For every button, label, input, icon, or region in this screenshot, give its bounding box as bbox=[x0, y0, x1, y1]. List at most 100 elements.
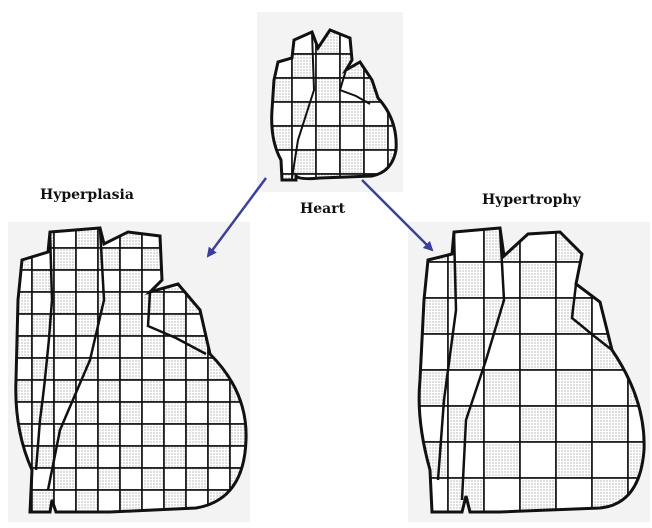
grid-cell bbox=[316, 102, 340, 126]
grid-cell bbox=[628, 514, 652, 528]
grid-cell bbox=[484, 514, 520, 528]
grid-cell bbox=[120, 380, 142, 402]
grid-cell bbox=[98, 446, 120, 468]
grid-cell bbox=[54, 314, 76, 336]
grid-cell bbox=[484, 406, 520, 442]
grid-cell bbox=[164, 248, 186, 270]
grid-cell bbox=[230, 424, 252, 446]
grid-cell bbox=[54, 248, 76, 270]
grid-cell bbox=[520, 370, 556, 406]
grid-cell bbox=[230, 490, 252, 512]
grid-cell bbox=[76, 512, 98, 528]
grid-cell bbox=[628, 226, 652, 262]
grid-cell bbox=[292, 78, 316, 102]
grid-cell bbox=[120, 226, 142, 248]
grid-cell bbox=[556, 514, 592, 528]
grid-cell bbox=[316, 126, 340, 150]
grid-cell bbox=[54, 270, 76, 292]
grid-cell bbox=[164, 402, 186, 424]
grid-cell bbox=[592, 442, 628, 478]
grid-cell bbox=[10, 468, 32, 490]
grid-cell bbox=[230, 270, 252, 292]
grid-cell bbox=[164, 314, 186, 336]
grid-cell bbox=[10, 402, 32, 424]
grid-cell bbox=[484, 478, 520, 514]
grid-cell bbox=[10, 336, 32, 358]
grid-cell bbox=[556, 370, 592, 406]
grid-cell bbox=[98, 468, 120, 490]
grid-cell bbox=[412, 334, 448, 370]
grid-cell bbox=[98, 358, 120, 380]
grid-cell bbox=[592, 514, 628, 528]
grid-cell bbox=[76, 424, 98, 446]
grid-cell bbox=[448, 262, 484, 298]
grid-cell bbox=[98, 490, 120, 512]
grid-cell bbox=[10, 512, 32, 528]
grid-cell bbox=[592, 298, 628, 334]
grid-cell bbox=[120, 248, 142, 270]
grid-cell bbox=[448, 514, 484, 528]
grid-cell bbox=[142, 292, 164, 314]
grid-cell bbox=[120, 336, 142, 358]
grid-cell bbox=[484, 442, 520, 478]
grid-cell bbox=[628, 262, 652, 298]
grid-cell bbox=[268, 174, 292, 198]
label-hypertrophy: Hypertrophy bbox=[482, 192, 581, 208]
grid-cell bbox=[164, 336, 186, 358]
grid-cell bbox=[388, 78, 412, 102]
grid-cell bbox=[230, 314, 252, 336]
grid-cell bbox=[164, 424, 186, 446]
grid-cell bbox=[142, 380, 164, 402]
grid-cell bbox=[120, 446, 142, 468]
grid-cell bbox=[164, 446, 186, 468]
grid-cell bbox=[448, 442, 484, 478]
grid-cell bbox=[32, 424, 54, 446]
grid-cell bbox=[186, 358, 208, 380]
grid-cell bbox=[54, 512, 76, 528]
grid-cell bbox=[186, 226, 208, 248]
hypertrophy-heart-illustration bbox=[412, 226, 652, 528]
grid-cell bbox=[388, 174, 412, 198]
grid-cell bbox=[120, 292, 142, 314]
grid-cell bbox=[142, 446, 164, 468]
grid-cell bbox=[186, 468, 208, 490]
arrow-to-hypertrophy bbox=[362, 180, 432, 250]
grid-cell bbox=[54, 468, 76, 490]
grid-cell bbox=[316, 54, 340, 78]
grid-cell bbox=[142, 512, 164, 528]
grid-cell bbox=[32, 512, 54, 528]
grid-cell bbox=[98, 380, 120, 402]
grid-cell bbox=[388, 30, 412, 54]
grid-cell bbox=[364, 126, 388, 150]
grid-cell bbox=[520, 298, 556, 334]
grid-cell bbox=[592, 370, 628, 406]
grid-cell bbox=[186, 512, 208, 528]
grid-cell bbox=[230, 446, 252, 468]
grid-cell bbox=[98, 314, 120, 336]
grid-cell bbox=[164, 226, 186, 248]
grid-cell bbox=[208, 468, 230, 490]
grid-cell bbox=[208, 270, 230, 292]
grid-cell bbox=[628, 298, 652, 334]
grid-cell bbox=[340, 102, 364, 126]
grid-cell bbox=[208, 358, 230, 380]
grid-cell bbox=[120, 468, 142, 490]
grid-cell bbox=[120, 490, 142, 512]
grid-cell bbox=[592, 406, 628, 442]
grid-cell bbox=[340, 126, 364, 150]
grid-cell bbox=[316, 150, 340, 174]
grid-cell bbox=[592, 226, 628, 262]
grid-cell bbox=[10, 380, 32, 402]
grid-cell bbox=[98, 512, 120, 528]
grid-cell bbox=[186, 380, 208, 402]
grid-cell bbox=[186, 446, 208, 468]
grid-cell bbox=[484, 370, 520, 406]
grid-cell bbox=[412, 298, 448, 334]
grid-cell bbox=[208, 424, 230, 446]
grid-cell bbox=[448, 370, 484, 406]
grid-cell bbox=[120, 402, 142, 424]
grid-cell bbox=[164, 292, 186, 314]
grid-cell bbox=[120, 424, 142, 446]
